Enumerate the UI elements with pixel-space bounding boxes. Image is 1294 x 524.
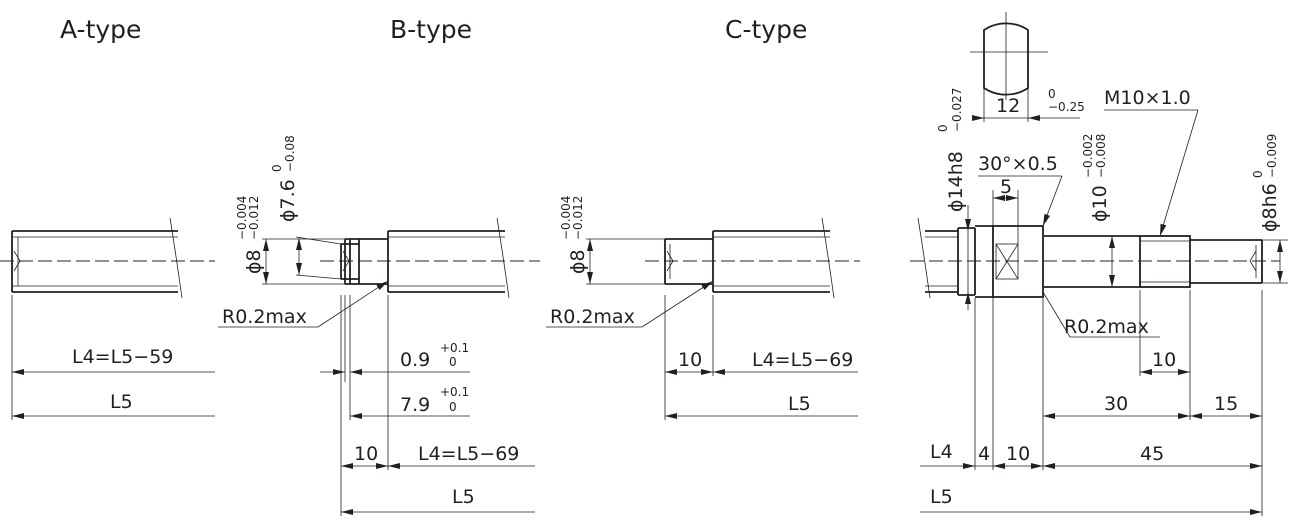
c-type-l4-label: L4=L5−69 — [752, 349, 853, 371]
detail-l4-label: L4 — [930, 441, 953, 463]
b-type-dia-main: ϕ8 — [243, 249, 265, 274]
b-type-shaft — [320, 217, 540, 299]
detail-radius: R0.2max — [1064, 316, 1149, 338]
c-type-l5-label: L5 — [788, 393, 811, 415]
b-type-dimensions — [218, 236, 535, 516]
c-type-shoulder-label: 10 — [678, 349, 702, 371]
b-type-groove-width: 0.9 — [400, 349, 430, 371]
c-type-radius: R0.2max — [550, 306, 635, 328]
detail-dia-8-tol-lower: −0.009 — [1265, 134, 1279, 178]
detail-dim-30: 30 — [1104, 393, 1128, 415]
a-type-l4-label: L4=L5−59 — [72, 346, 173, 368]
b-type-title: B-type — [390, 15, 472, 44]
detail-section-width: 12 — [996, 95, 1020, 117]
detail-dia-14: ϕ14h8 — [945, 151, 967, 212]
a-type-title: A-type — [60, 15, 141, 44]
b-type-dia-groove-tol-upper: 0 — [270, 164, 284, 172]
detail-dia-14-tol-upper: 0 — [936, 124, 950, 132]
detail-dim-10: 10 — [1006, 443, 1030, 465]
c-type-dia-main-tol-lower: −0.012 — [571, 196, 585, 240]
b-type-groove-pos-tol-upper: +0.1 — [440, 385, 469, 399]
b-type-groove-width-tol-lower: 0 — [449, 355, 457, 369]
detail-section-width-tol-lower: −0.25 — [1048, 100, 1085, 114]
detail-flat-width: 5 — [1000, 176, 1012, 198]
b-type-groove-width-tol-upper: +0.1 — [440, 341, 469, 355]
detail-shaft — [910, 217, 1280, 299]
b-type-groove-pos: 7.9 — [400, 394, 430, 416]
detail-thread-end-label: 10 — [1152, 349, 1176, 371]
b-type-dia-main-tol-lower: −0.012 — [247, 196, 261, 240]
a-type-dimensions — [11, 295, 215, 420]
detail-thread-label: M10×1.0 — [1104, 87, 1191, 109]
b-type-dia-groove-tol-lower: −0.08 — [283, 135, 297, 172]
detail-dia-14-tol-lower: −0.027 — [950, 88, 964, 132]
detail-dia-10-tol-lower: −0.008 — [1094, 134, 1108, 178]
b-type-l5-label: L5 — [452, 486, 475, 508]
detail-dia-8: ϕ8h6 — [1259, 183, 1281, 232]
detail-l5-label: L5 — [930, 486, 953, 508]
detail-dia-8-tol-upper: 0 — [1251, 170, 1265, 178]
c-type-dia-main-tol-upper: −0.004 — [559, 196, 573, 240]
detail-dim-45: 45 — [1140, 443, 1164, 465]
b-type-radius: R0.2max — [222, 306, 307, 328]
detail-section-width-tol-upper: 0 — [1048, 87, 1056, 101]
c-type-shaft — [645, 217, 860, 299]
detail-dim-15: 15 — [1214, 393, 1238, 415]
b-type-dia-groove: ϕ7.6 — [277, 179, 299, 222]
detail-dia-10-tol-upper: −0.002 — [1081, 134, 1095, 178]
detail-cross-section — [970, 12, 1080, 122]
b-type-dia-main-tol-upper: −0.004 — [235, 196, 249, 240]
b-type-groove-pos-tol-lower: 0 — [449, 400, 457, 414]
c-type-dia-main: ϕ8 — [567, 249, 589, 274]
detail-dia-10: ϕ10 — [1089, 185, 1111, 222]
detail-chamfer: 30°×0.5 — [978, 153, 1058, 175]
detail-dimensions — [920, 109, 1288, 516]
c-type-dimensions — [546, 238, 858, 420]
b-type-l4-label: L4=L5−69 — [418, 443, 519, 465]
b-type-shoulder-label: 10 — [354, 443, 378, 465]
a-type-shaft — [0, 217, 215, 299]
c-type-title: C-type — [725, 15, 807, 44]
a-type-l5-label: L5 — [110, 391, 133, 413]
detail-dim-4: 4 — [978, 443, 990, 465]
